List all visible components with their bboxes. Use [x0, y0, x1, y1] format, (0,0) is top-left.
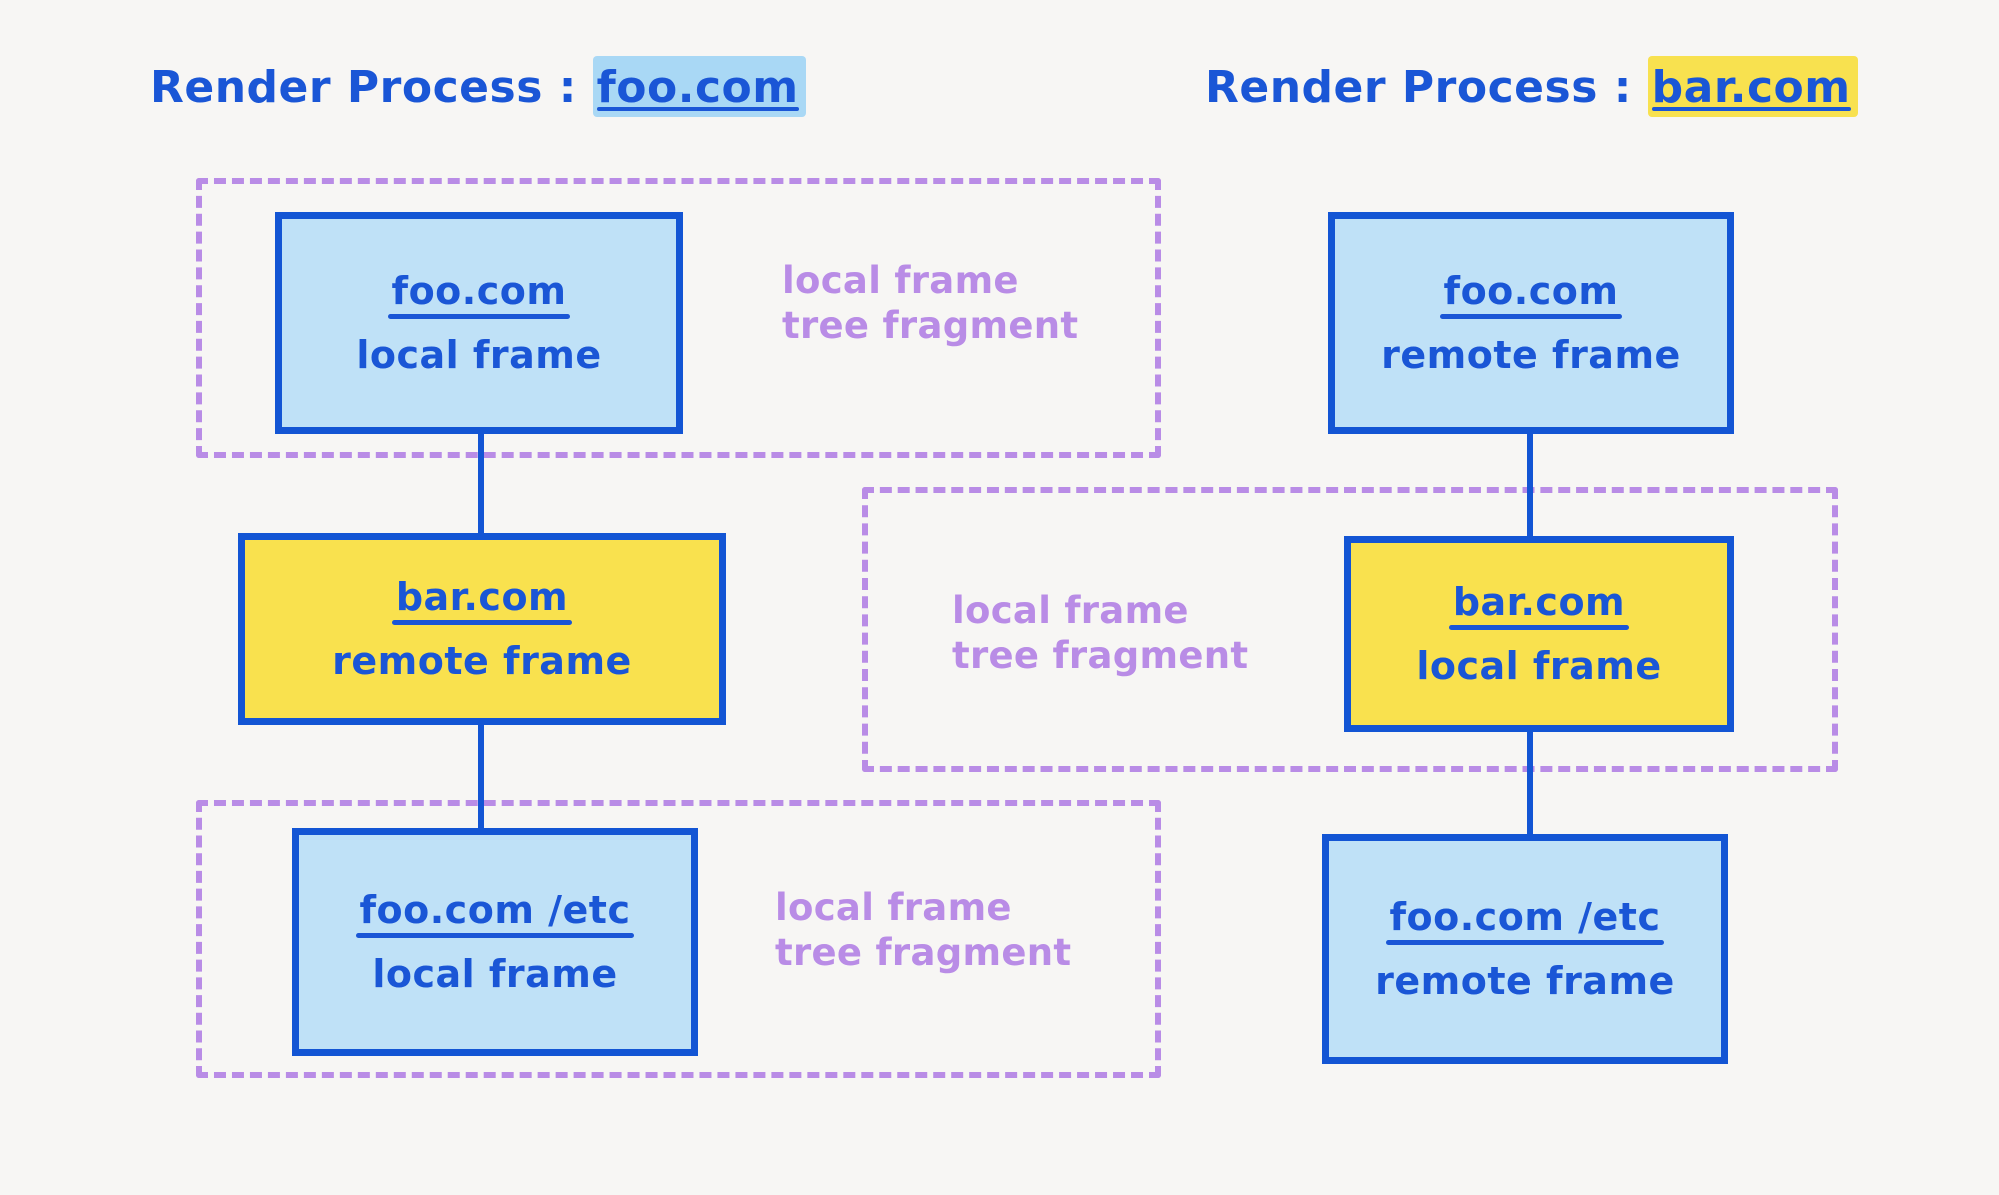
connector-left-2-3 [478, 720, 484, 832]
fragment-label-middle: local frame tree fragment [952, 589, 1249, 678]
frame-box-right-0[interactable]: foo.com remote frame [1328, 212, 1734, 434]
process-title-left-domain: foo.com [592, 56, 806, 117]
connector-left-1-2 [478, 430, 484, 542]
frame-kind-left-0: local frame [356, 333, 602, 377]
frame-kind-left-2: local frame [372, 952, 618, 996]
fragment-region-middle [862, 487, 1838, 772]
frame-url-right-0: foo.com [1439, 269, 1623, 319]
fragment-label-left-bottom: local frame tree fragment [775, 886, 1072, 975]
frame-url-left-1: bar.com [391, 575, 573, 625]
frame-kind-right-2: remote frame [1375, 959, 1675, 1003]
frame-box-right-1[interactable]: bar.com local frame [1344, 536, 1734, 732]
process-title-left: Render Process : foo.com [150, 56, 806, 117]
process-title-right-lead: Render Process : [1205, 62, 1648, 113]
frame-kind-right-0: remote frame [1381, 333, 1681, 377]
fragment-region-left-bottom [196, 800, 1161, 1078]
process-title-right: Render Process : bar.com [1205, 56, 1858, 117]
frame-box-right-2[interactable]: foo.com /etc remote frame [1322, 834, 1728, 1064]
fragment-region-left-top [196, 178, 1161, 458]
frame-url-left-2: foo.com /etc [355, 888, 635, 938]
process-title-left-lead: Render Process : [150, 62, 593, 113]
frame-kind-right-1: local frame [1416, 644, 1662, 688]
fragment-label-left-top: local frame tree fragment [782, 259, 1079, 348]
frame-box-left-2[interactable]: foo.com /etc local frame [292, 828, 698, 1056]
connector-right-1-2 [1527, 430, 1533, 542]
frame-url-right-2: foo.com /etc [1385, 895, 1665, 945]
frame-url-left-0: foo.com [387, 269, 571, 319]
connector-right-2-3 [1527, 728, 1533, 838]
frame-url-right-1: bar.com [1448, 580, 1630, 630]
frame-box-left-0[interactable]: foo.com local frame [275, 212, 683, 434]
process-title-right-domain: bar.com [1647, 56, 1858, 117]
frame-box-left-1[interactable]: bar.com remote frame [238, 533, 726, 725]
frame-kind-left-1: remote frame [332, 639, 632, 683]
